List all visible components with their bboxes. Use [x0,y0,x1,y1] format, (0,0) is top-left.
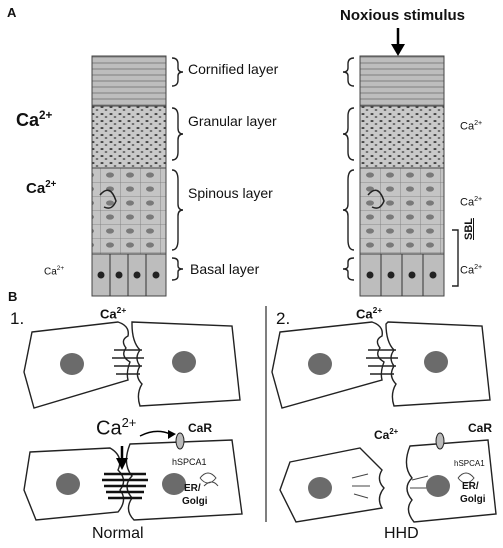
car-label-left: CaR [188,422,212,434]
layer-label-basal: Basal layer [190,262,259,276]
epidermis-section-right [360,56,444,296]
calcium-label-b1-top: Ca2+ [100,306,126,320]
panel-b-number-1: 1. [10,310,24,327]
calcium-label-right-3: Ca2+ [460,264,482,277]
golgi-label-left: Golgi [182,497,208,507]
calcium-label-right-1: Ca2+ [460,120,482,133]
nucleus [162,473,186,495]
nucleus [424,351,448,373]
sbl-label: SBL [464,218,475,240]
calcium-label-low: Ca2+ [44,266,64,277]
panel-b-letter: B [8,290,17,303]
calcium-label-right-2: Ca2+ [460,196,482,209]
golgi-label-right: Golgi [460,495,486,505]
layer-label-cornified: Cornified layer [188,62,278,76]
caption-normal: Normal [92,526,144,542]
car-receptor [436,433,444,449]
noxious-stimulus-label: Noxious stimulus [340,8,465,23]
epidermis-section-left [92,56,166,296]
panel-b-number-2: 2. [276,310,290,327]
nucleus [308,477,332,499]
hspca1-label-left: hSPCA1 [172,458,207,467]
nucleus [308,353,332,375]
panel-a-letter: A [7,6,16,19]
calcium-label-b2-top: Ca2+ [356,306,382,320]
nucleus [172,351,196,373]
er-label-right: ER/ [462,482,479,492]
hspca1-label-right: hSPCA1 [454,460,485,468]
nucleus [426,475,450,497]
layer-label-spinous: Spinous layer [188,186,273,200]
nucleus [56,473,80,495]
car-receptor [176,433,184,449]
noxious-arrow [391,28,405,56]
calcium-label-high: Ca2+ [16,110,52,129]
caption-hhd: HHD [384,526,419,542]
cell-pair-1-top [24,322,240,408]
calcium-label-mid: Ca2+ [26,180,56,196]
calcium-label-b1-bottom: Ca2+ [96,416,136,439]
nucleus [60,353,84,375]
cell-pair-2-top [272,322,490,408]
car-label-right: CaR [468,422,492,434]
calcium-label-b2-bottom: Ca2+ [374,428,398,441]
er-label-left: ER/ [184,484,201,494]
arrow-to-car [140,431,170,436]
layer-label-granular: Granular layer [188,114,277,128]
